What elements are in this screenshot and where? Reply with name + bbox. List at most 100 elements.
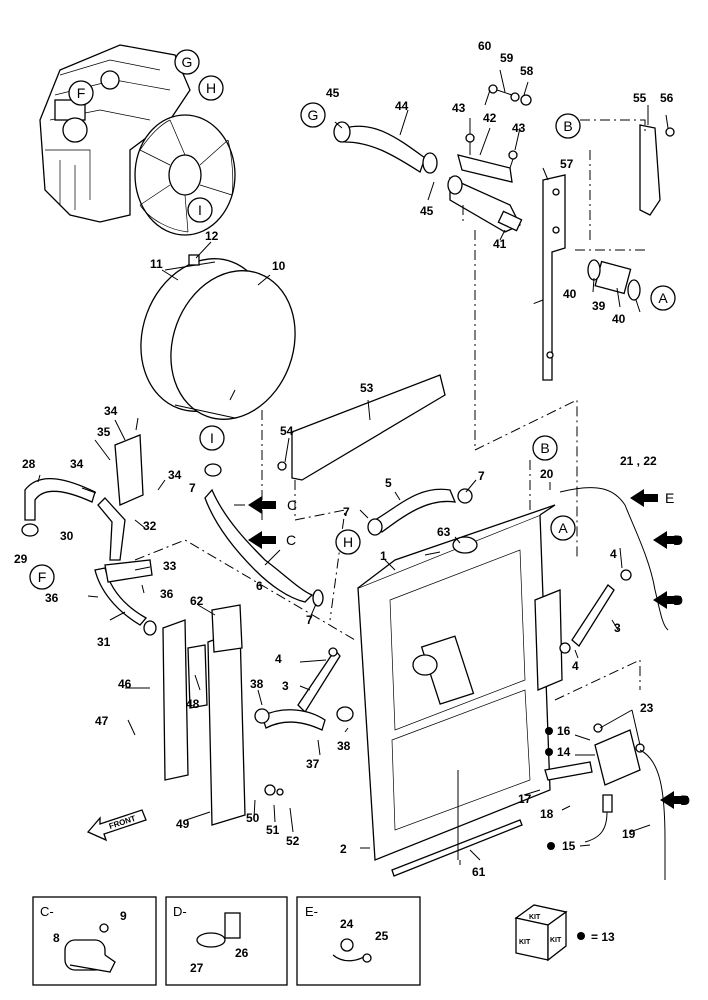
view-arrows [248,489,688,809]
kit-text-right: KIT [550,937,562,944]
part-4b: 4 [572,659,579,673]
part-38a: 38 [250,677,264,691]
part-28: 28 [22,457,36,471]
detail-box-e: E- 24 25 [296,896,421,986]
part-47: 47 [95,714,109,728]
part-33: 33 [163,559,177,573]
bracket-35 [114,434,144,506]
part-12: 12 [205,229,219,243]
marker-i2: I [210,430,214,446]
fan-shroud [140,254,296,420]
arrow-c2 [248,531,276,549]
part-13: = 13 [591,930,615,944]
part-5: 5 [385,476,392,490]
arrow-d2 [653,591,681,609]
part-53: 53 [360,381,374,395]
arrow-d1 [653,531,681,549]
pillar-49 [207,629,246,826]
part-40b: 40 [612,312,626,326]
part-19: 19 [622,827,636,841]
arrow-label-c1: C [287,497,297,513]
circle-markers [29,49,676,590]
strip-61 [391,819,523,877]
part-4c: 4 [275,652,282,666]
support-rod-3b [571,584,615,647]
part-numbers: 12 11 10 45 44 45 43 42 43 60 59 58 41 5… [14,39,674,879]
part-6: 6 [256,579,263,593]
part-36b: 36 [160,587,174,601]
detail-box-c: C- 8 9 [32,896,157,986]
marker-a2: A [558,520,568,536]
part-34a: 34 [70,457,84,471]
reservoir-tank [544,723,666,880]
part-3a: 3 [282,679,289,693]
part-59: 59 [500,51,514,65]
part-48: 48 [186,697,200,711]
bolt-group-58-60 [488,84,532,106]
part-8: 8 [53,931,60,945]
reference-lines [134,119,646,865]
part-63: 63 [437,525,451,539]
part-27: 27 [190,961,204,975]
part-15: 15 [562,839,576,853]
part-7d: 7 [343,505,350,519]
part-55: 55 [633,91,647,105]
part-58: 58 [520,64,534,78]
bracket-33 [104,559,153,583]
hose-5 [374,488,457,533]
hose-37 [261,709,326,731]
plate-46 [162,619,189,781]
part-44: 44 [395,99,409,113]
leader-lines [37,69,669,861]
detail-label-d: D- [173,904,187,919]
kit-text-top: KIT [529,914,541,921]
part-51: 51 [266,823,280,837]
part-4a: 4 [610,547,617,561]
arrow-label-d3: D [680,792,690,808]
part-17: 17 [518,792,532,806]
tube-21-22 [559,487,669,631]
part-43a: 43 [452,101,466,115]
marker-f2: F [38,569,47,585]
part-36a: 36 [45,591,59,605]
part-37: 37 [306,757,320,771]
part-34c: 34 [168,468,182,482]
part-29: 29 [14,552,28,566]
part-39: 39 [592,299,606,313]
part-7b: 7 [306,613,313,627]
arrow-label-e1: E [665,490,674,506]
kit-bullets [545,727,555,850]
part-49: 49 [176,817,190,831]
part-20: 20 [540,467,554,481]
arrow-c1 [248,496,276,514]
part-11: 11 [150,257,163,271]
part-14: 14 [557,745,571,759]
part-40a: 40 [563,287,577,301]
radiator-assembly [357,504,563,861]
part-16: 16 [557,724,571,738]
detail-box-d: D- 27 26 [165,896,288,986]
marker-a1: A [658,290,668,306]
cap-62 [211,604,243,653]
part-45b: 45 [420,204,434,218]
marker-b1: B [563,118,572,134]
part-32: 32 [143,519,157,533]
arrow-e1 [630,489,658,507]
arrow-label-c2: C [286,532,296,548]
part-45a: 45 [326,86,340,100]
front-arrow: FRONT [86,809,147,842]
part-56: 56 [660,91,674,105]
arrow-label-d1: D [673,532,683,548]
bracket-57 [542,174,566,381]
marker-g1: G [182,54,193,70]
part-54: 54 [280,424,294,438]
arrow-d3 [660,791,688,809]
marker-h2: H [343,534,353,550]
part-38b: 38 [337,739,351,753]
part-7a: 7 [189,481,196,495]
part-52: 52 [286,834,300,848]
marker-f1: F [77,85,86,101]
part-50: 50 [246,811,260,825]
part-41: 41 [493,237,507,251]
